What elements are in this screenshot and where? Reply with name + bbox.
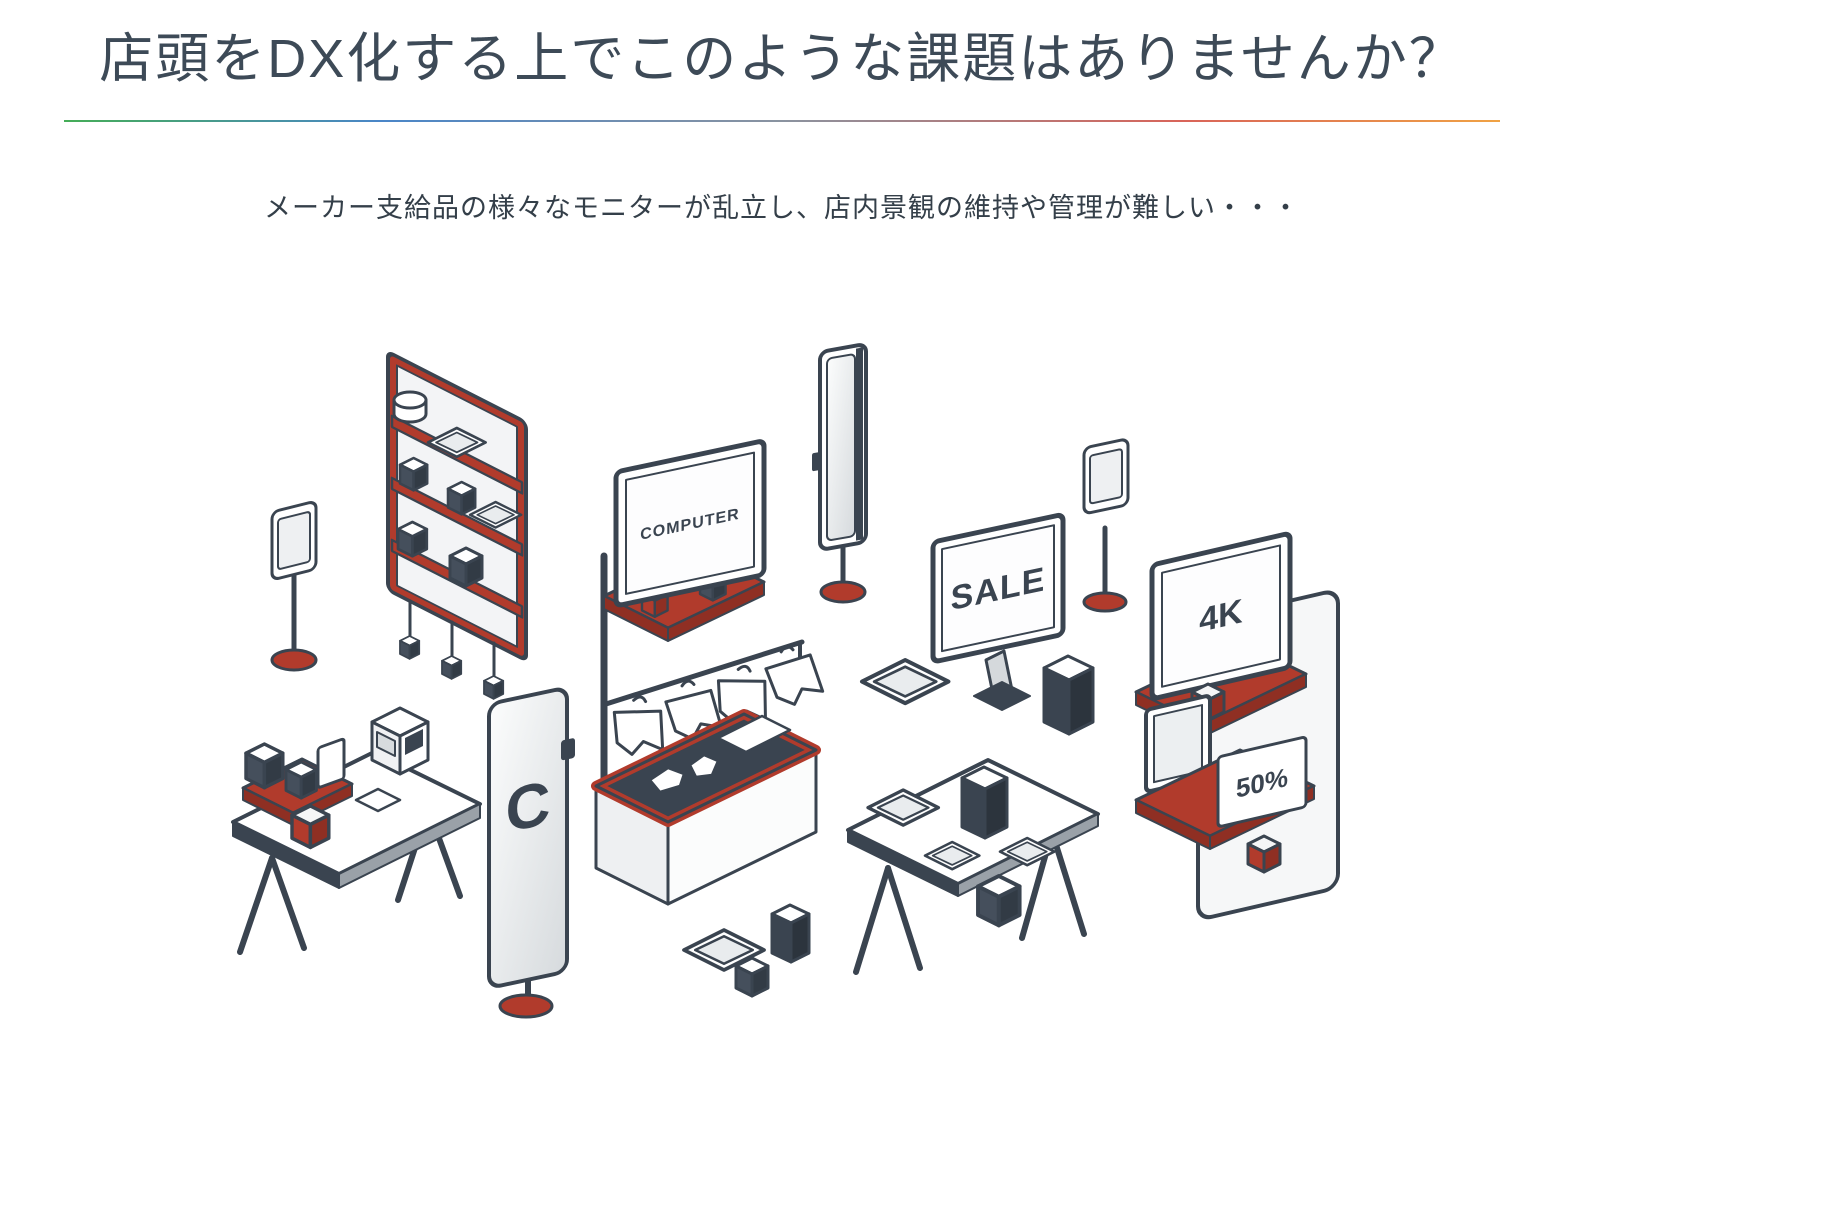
floor-items <box>682 903 811 998</box>
tablet-flat-center <box>862 660 948 703</box>
section: 店頭をDX化する上でこのような課題はありませんか？ メーカー支給品の様々なモニタ… <box>64 0 1500 225</box>
mirror-stand <box>812 343 868 604</box>
shelf-unit <box>386 352 528 700</box>
desk-left <box>231 706 482 955</box>
speaker-beside-sale <box>1042 654 1095 736</box>
door-sign-label: C <box>506 768 551 847</box>
computer-monitor: COMPUTER <box>613 439 767 608</box>
table-right <box>846 758 1100 975</box>
smartphone-stand-right <box>1082 438 1130 613</box>
sale-monitor: SALE <box>930 512 1095 736</box>
monitor-4k: 4K <box>1149 531 1293 701</box>
speaker-on-table <box>960 765 1009 840</box>
section-divider <box>64 119 1500 122</box>
floor-speaker <box>770 903 811 964</box>
section-subtitle: メーカー支給品の様々なモニターが乱立し、店内景観の維持や管理が難しい・・・ <box>264 192 1300 223</box>
storage-bin <box>591 709 821 906</box>
small-monitor <box>1144 694 1212 794</box>
display-rack-center: COMPUTER <box>591 439 826 906</box>
door-panel: C <box>487 687 575 1019</box>
smartphone-stand-left <box>270 501 318 672</box>
pos-terminal <box>370 706 430 776</box>
section-heading: 店頭をDX化する上でこのような課題はありませんか？ <box>99 29 1465 89</box>
discount-sign: 50% <box>1216 735 1308 828</box>
display-wall-4k: 4K 50% <box>1134 531 1340 920</box>
